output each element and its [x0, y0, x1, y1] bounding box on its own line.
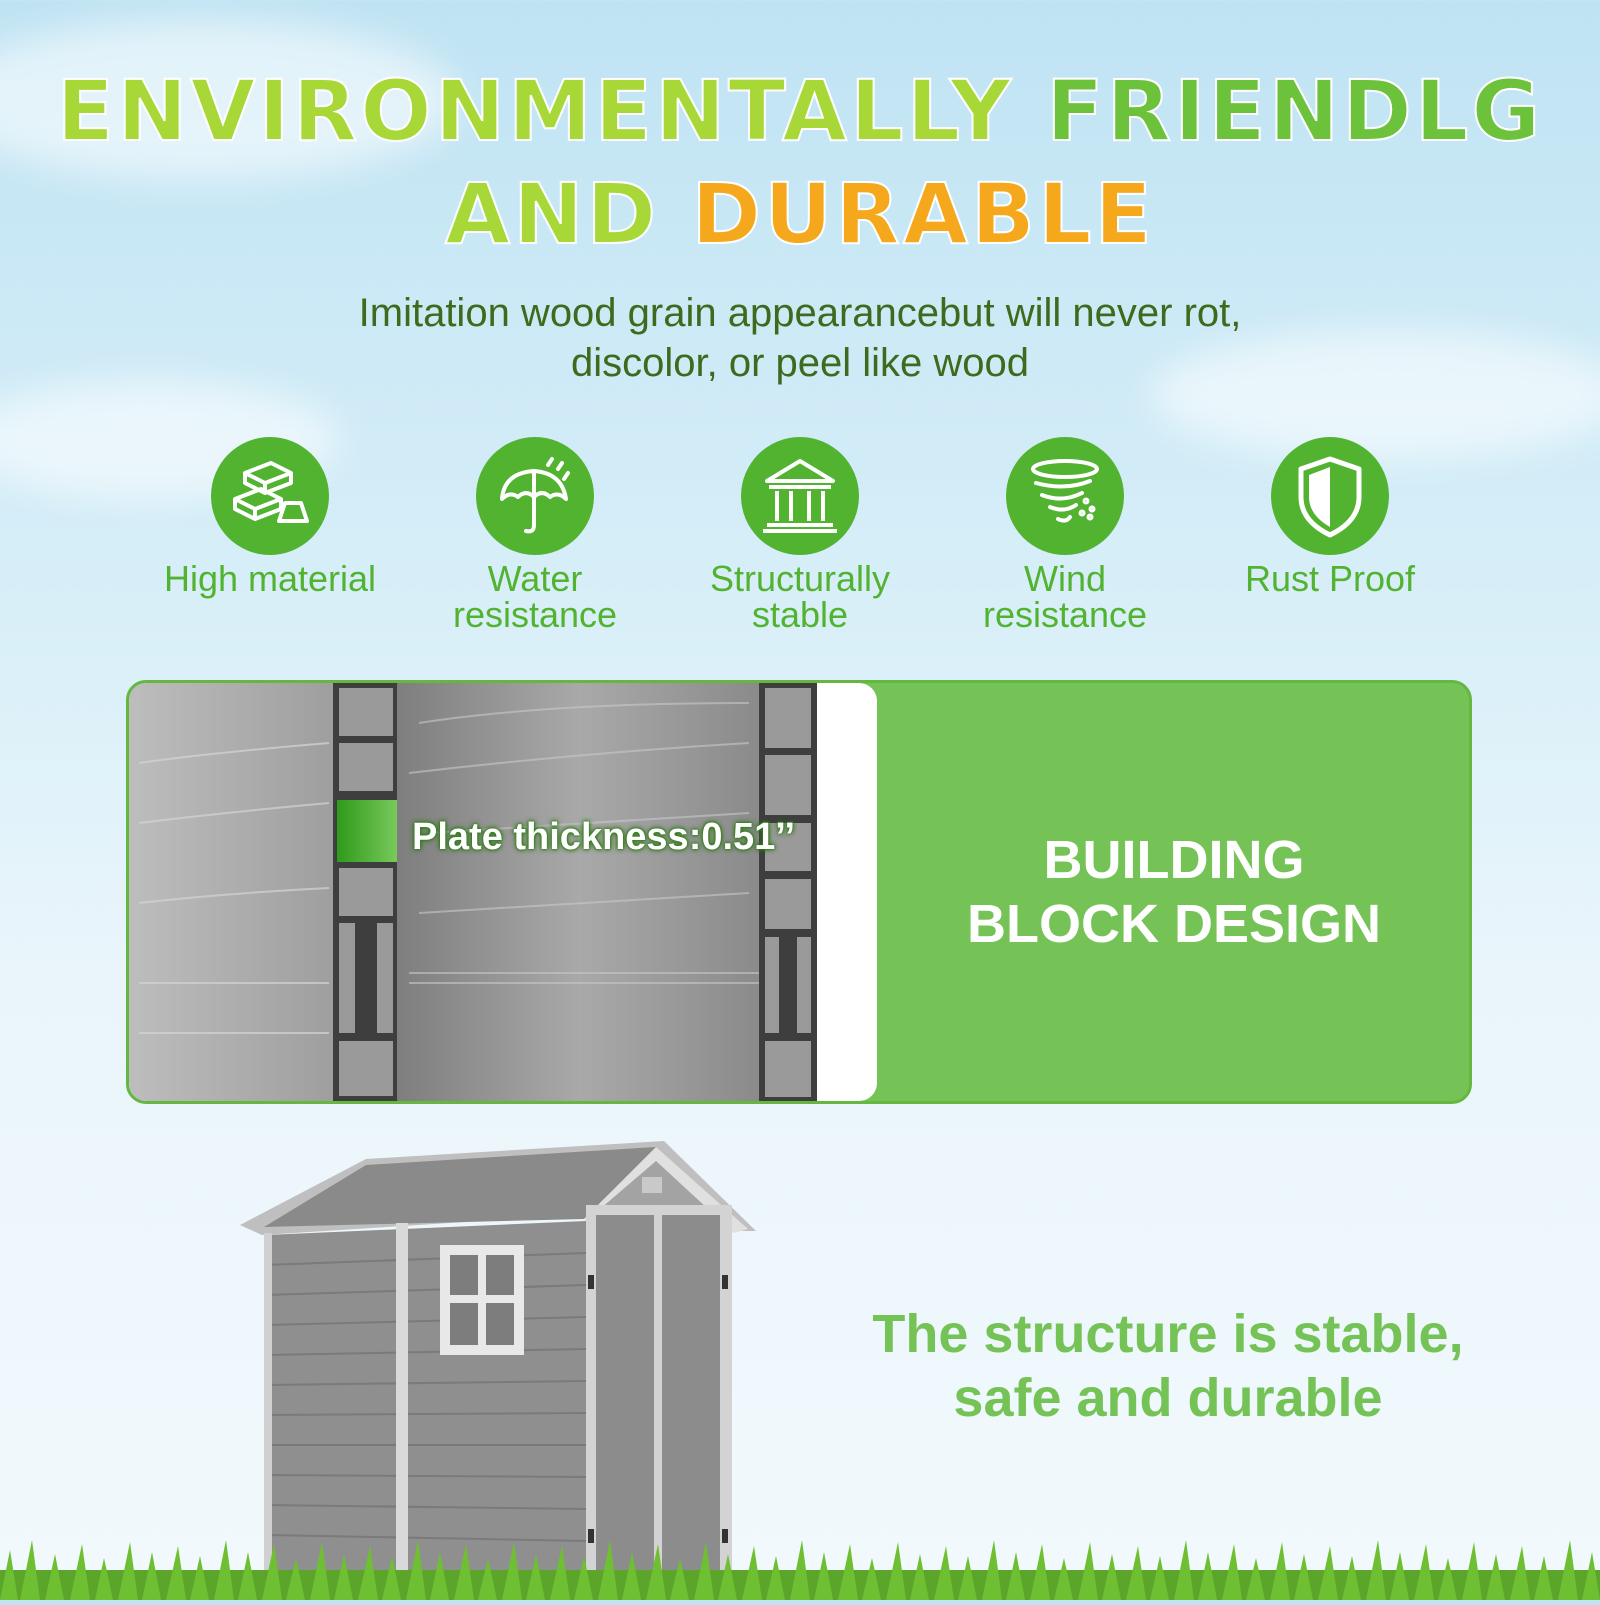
cloud [0, 20, 460, 180]
cloud [1150, 330, 1600, 460]
feature-label-line: resistance [982, 594, 1148, 635]
grass-strip [0, 1540, 1600, 1605]
feature-structurally-stable: Structurally stable [670, 437, 930, 633]
feature-label: Wind resistance [935, 561, 1195, 633]
pillar-building-icon [741, 437, 859, 555]
feature-label-line: Water [487, 558, 583, 599]
feature-rust-proof: Rust Proof [1200, 437, 1460, 597]
bottom-tagline-line: The structure is stable, [872, 1304, 1464, 1364]
umbrella-icon [476, 437, 594, 555]
feature-label-line: resistance [452, 594, 618, 635]
feature-label: Structurally stable [670, 561, 930, 633]
feature-label-line: Rust Proof [1244, 558, 1416, 599]
feature-label: Water resistance [405, 561, 665, 633]
feature-high-material: High material [140, 437, 400, 597]
panel-cross-section-photo: Plate thickness:0.51’’ [129, 683, 877, 1101]
headline-word: AND [444, 164, 660, 264]
headline-word: FRIENDLG [1045, 61, 1544, 161]
gold-bars-icon [211, 437, 329, 555]
feature-water-resistance: Water resistance [405, 437, 665, 633]
bottom-tagline-line: safe and durable [953, 1368, 1383, 1428]
feature-label-line: High material [163, 558, 377, 599]
garden-shed-image [236, 1135, 766, 1580]
tornado-icon [1006, 437, 1124, 555]
feature-label-line: Structurally [709, 558, 891, 599]
headline-word-highlight: DURABLE [690, 164, 1155, 264]
panel-title-line: BUILDING [1043, 830, 1305, 890]
building-block-panel: Plate thickness:0.51’’ BUILDING BLOCK DE… [126, 680, 1472, 1104]
panel-title-line: BLOCK DESIGN [966, 894, 1382, 954]
shield-icon [1271, 437, 1389, 555]
feature-wind-resistance: Wind resistance [935, 437, 1195, 633]
headline-word: ENVIRONMENTALLY [56, 61, 1014, 161]
feature-label-line: stable [751, 594, 849, 635]
headline-line2: AND DURABLE [0, 164, 1600, 264]
plate-thickness-label: Plate thickness:0.51’’ [412, 816, 796, 858]
panel-title: BUILDING BLOCK DESIGN [879, 828, 1469, 956]
feature-label: High material [140, 561, 400, 597]
bottom-tagline: The structure is stable, safe and durabl… [838, 1302, 1498, 1430]
subtitle: Imitation wood grain appearancebut will … [200, 288, 1400, 388]
feature-label-line: Wind [1023, 558, 1107, 599]
subtitle-line: discolor, or peel like wood [570, 341, 1030, 385]
headline-line1: ENVIRONMENTALLY FRIENDLG [0, 61, 1600, 161]
feature-label: Rust Proof [1200, 561, 1460, 597]
subtitle-line: Imitation wood grain appearancebut will … [358, 291, 1242, 335]
